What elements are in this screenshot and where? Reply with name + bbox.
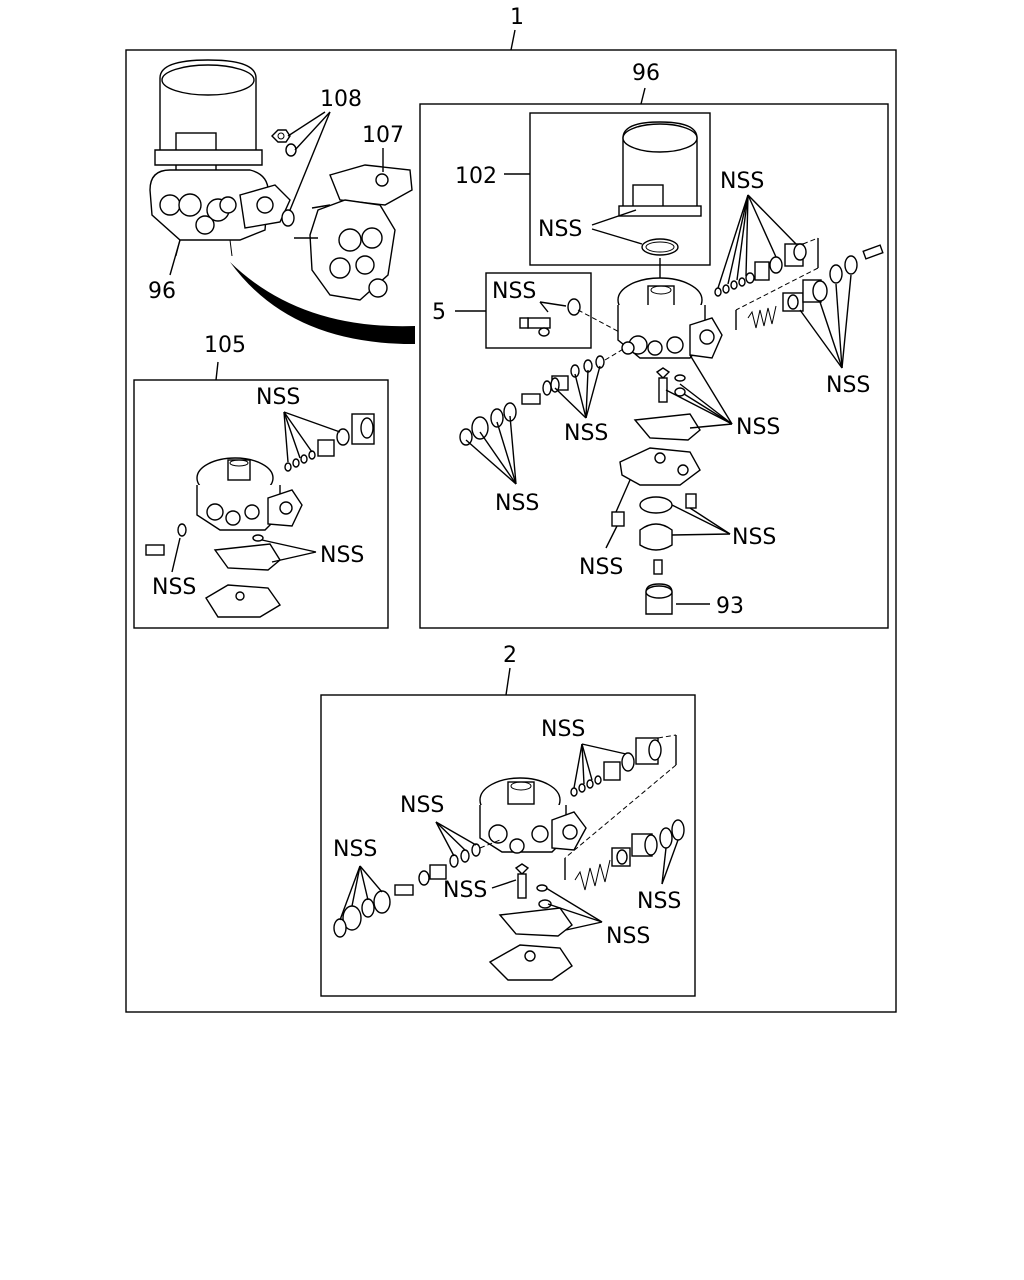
label-kit: 5 xyxy=(432,300,446,325)
nss-valve-center: NSS xyxy=(443,878,487,903)
nss-housing-right: NSS xyxy=(320,543,364,568)
piston-left-illustration xyxy=(459,347,626,446)
label-assembly: 1 xyxy=(510,5,524,30)
nss-left-upper: NSS xyxy=(564,421,608,446)
cover-plate-illustration xyxy=(611,367,701,575)
nut-washer-illustration xyxy=(271,129,297,227)
nss-valve-top: NSS xyxy=(541,717,585,742)
heater-illustration xyxy=(645,583,673,615)
cartridge-box xyxy=(529,112,711,266)
dryer-kit-box xyxy=(419,103,889,629)
nss-valve-bottom: NSS xyxy=(606,924,650,949)
label-housing-kit: 105 xyxy=(204,333,246,358)
housing-illustration xyxy=(145,413,375,618)
nss-bottom-center: NSS xyxy=(732,525,776,550)
label-cartridge: 102 xyxy=(455,164,497,189)
label-heater: 93 xyxy=(716,594,744,619)
dryer-assembly-illustration xyxy=(149,59,291,257)
label-dryer-main: 96 xyxy=(632,61,660,86)
spring-piston-illustration xyxy=(747,244,884,329)
housing-kit-box xyxy=(133,379,389,629)
valve-illustration xyxy=(294,164,413,301)
kit-bolt-illustration xyxy=(519,317,551,337)
dryer-head-illustration xyxy=(617,277,723,359)
label-valve: 107 xyxy=(362,123,404,148)
nss-left-lower: NSS xyxy=(495,491,539,516)
nss-upper-right: NSS xyxy=(720,169,764,194)
valve-body-illustration xyxy=(333,734,685,981)
nss-kit: NSS xyxy=(492,279,536,304)
nss-cartridge: NSS xyxy=(538,217,582,242)
nss-bottom-left: NSS xyxy=(579,555,623,580)
nss-valve-upper-left: NSS xyxy=(400,793,444,818)
nss-lower-right: NSS xyxy=(826,373,870,398)
nss-valve-left: NSS xyxy=(333,837,377,862)
nss-housing-upper: NSS xyxy=(256,385,300,410)
hose-illustration xyxy=(230,262,415,345)
label-valve-kit: 2 xyxy=(503,643,517,668)
cartridge-illustration xyxy=(618,121,702,256)
label-dryer-small: 96 xyxy=(148,279,176,304)
nss-bottom-right: NSS xyxy=(736,415,780,440)
label-nut: 108 xyxy=(320,87,362,112)
nss-valve-right: NSS xyxy=(637,889,681,914)
valve-kit-box xyxy=(320,694,696,997)
nss-housing-left: NSS xyxy=(152,575,196,600)
